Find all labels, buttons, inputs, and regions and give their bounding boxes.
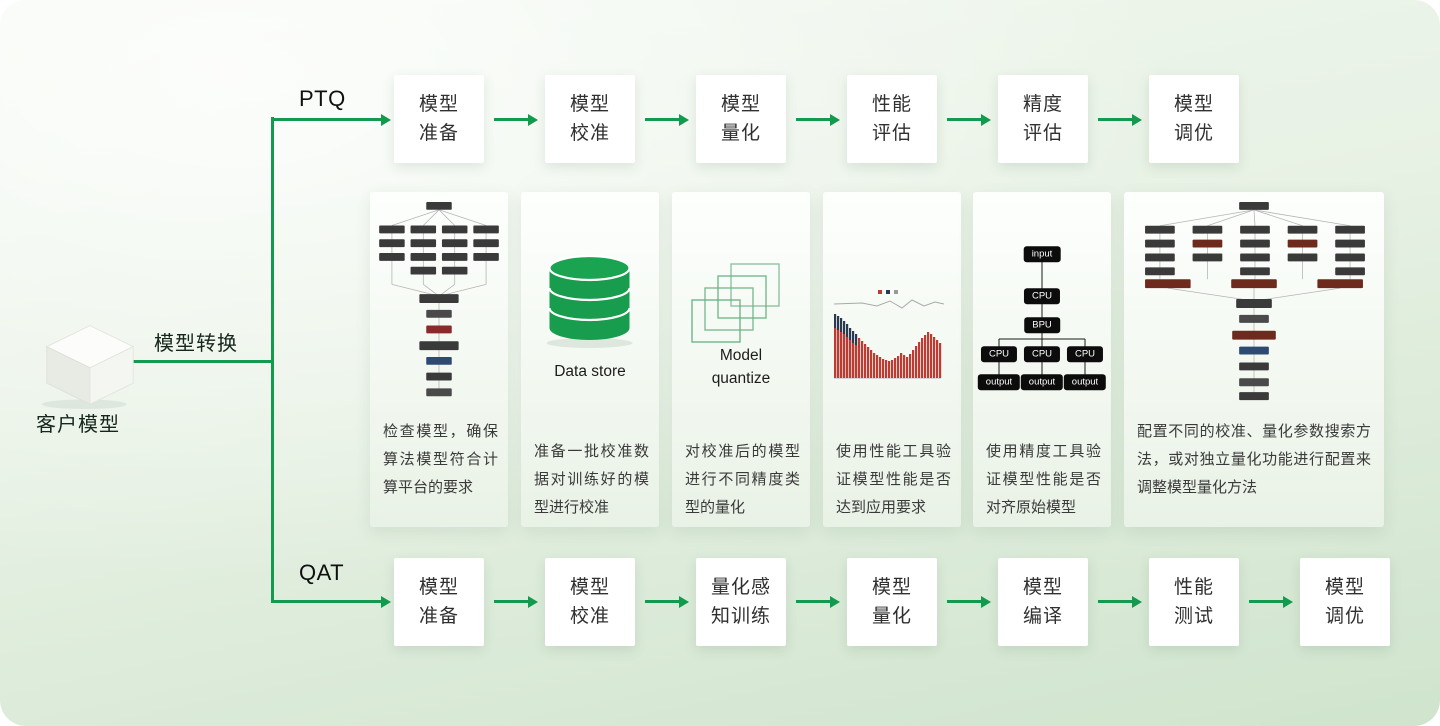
arrow-icon — [645, 600, 679, 603]
ptq-step-perf-eval-label: 性能 评估 — [871, 93, 912, 144]
arrow-icon — [796, 118, 830, 121]
branch-vertical-line — [271, 117, 274, 603]
arrow-icon — [494, 118, 528, 121]
qat-step-perf-test-label: 性能 测试 — [1173, 576, 1214, 627]
model-transform-label: 模型转换 — [154, 333, 238, 355]
arrow-icon — [947, 118, 981, 121]
qat-entry-arrow-icon — [271, 600, 381, 603]
ptq-step-accuracy-eval-label: 精度 评估 — [1022, 93, 1063, 144]
card-model-check-desc: 检查模型，确保算法模型符合计算平台的要求 — [383, 423, 498, 497]
flow-node-cpu: CPU — [1066, 346, 1104, 362]
ptq-step-accuracy-eval: 精度 评估 — [998, 75, 1088, 163]
arrow-icon — [494, 600, 528, 603]
qat-step-qat-training: 量化感 知训练 — [696, 558, 786, 646]
flow-node-input: input — [1023, 246, 1061, 262]
flow-node-bpu: BPU — [1024, 317, 1060, 333]
arrow-icon — [1098, 118, 1132, 121]
flow-node-cpu: CPU — [1023, 346, 1061, 362]
qat-branch-label: QAT — [299, 560, 345, 585]
qat-step-quantization: 模型 量化 — [847, 558, 937, 646]
ptq-step-calibration-label: 模型 校准 — [569, 93, 610, 144]
ptq-step-tuning-label: 模型 调优 — [1173, 93, 1214, 144]
model-quantize-caption: Model quantize — [711, 347, 771, 388]
data-store-caption: Data store — [554, 363, 626, 380]
card-data-store: Data store 准备一批校准数据对训练好的模型进行校准 — [521, 192, 659, 527]
qat-step-calibration-label: 模型 校准 — [569, 576, 610, 627]
customer-model-label: 客户模型 — [36, 414, 120, 436]
card-perf-validation: 使用性能工具验证模型性能是否达到应用要求 — [823, 192, 961, 527]
model-structure-graph-icon — [379, 201, 499, 397]
flow-node-output: output — [1020, 374, 1064, 390]
ptq-step-quantization-label: 模型 量化 — [720, 93, 761, 144]
tuning-structure-graph-icon — [1145, 201, 1365, 401]
card-accuracy-validation: input CPU BPU CPU CPU CPU output output … — [973, 192, 1111, 527]
arrow-icon — [1098, 600, 1132, 603]
qat-step-compile: 模型 编译 — [998, 558, 1088, 646]
flow-node-cpu: CPU — [1023, 288, 1061, 304]
flow-node-output: output — [1063, 374, 1107, 390]
qat-step-compile-label: 模型 编译 — [1022, 576, 1063, 627]
arrow-icon — [1249, 600, 1283, 603]
qat-step-tuning: 模型 调优 — [1300, 558, 1390, 646]
qat-step-qat-training-label: 量化感 知训练 — [710, 576, 771, 627]
ptq-step-tuning: 模型 调优 — [1149, 75, 1239, 163]
ptq-entry-arrow-icon — [271, 118, 381, 121]
arrow-icon — [796, 600, 830, 603]
flow-node-output: output — [977, 374, 1021, 390]
qat-step-quantization-label: 模型 量化 — [871, 576, 912, 627]
data-store-cylinder-icon — [546, 254, 633, 348]
ptq-branch-label: PTQ — [299, 86, 346, 111]
qat-step-calibration: 模型 校准 — [545, 558, 635, 646]
quantize-squares-icon — [691, 263, 780, 343]
card-accuracy-validation-desc: 使用精度工具验证模型性能是否对齐原始模型 — [986, 443, 1101, 517]
ptq-step-perf-eval: 性能 评估 — [847, 75, 937, 163]
ptq-step-quantization: 模型 量化 — [696, 75, 786, 163]
arrow-icon — [645, 118, 679, 121]
ptq-step-calibration: 模型 校准 — [545, 75, 635, 163]
card-quant-tuning-desc: 配置不同的校准、量化参数搜索方法，或对独立量化功能进行配置来调整模型量化方法 — [1137, 423, 1371, 497]
source-connector-line — [130, 360, 273, 363]
arrow-icon — [947, 600, 981, 603]
qat-step-model-prep: 模型 准备 — [394, 558, 484, 646]
card-data-store-desc: 准备一批校准数据对训练好的模型进行校准 — [534, 443, 649, 517]
qat-step-tuning-label: 模型 调优 — [1324, 576, 1365, 627]
qat-step-model-prep-label: 模型 准备 — [418, 576, 459, 627]
qat-step-perf-test: 性能 测试 — [1149, 558, 1239, 646]
ptq-step-model-prep-label: 模型 准备 — [418, 93, 459, 144]
customer-model-cube-icon — [42, 324, 135, 410]
flow-node-cpu: CPU — [980, 346, 1018, 362]
performance-bar-chart-icon — [833, 290, 945, 379]
ptq-step-model-prep: 模型 准备 — [394, 75, 484, 163]
card-model-quantize-desc: 对校准后的模型进行不同精度类型的量化 — [685, 443, 800, 517]
card-quant-tuning: 配置不同的校准、量化参数搜索方法，或对独立量化功能进行配置来调整模型量化方法 — [1124, 192, 1384, 527]
card-perf-validation-desc: 使用性能工具验证模型性能是否达到应用要求 — [836, 443, 951, 517]
card-model-quantize: Model quantize 对校准后的模型进行不同精度类型的量化 — [672, 192, 810, 527]
card-model-check: 检查模型，确保算法模型符合计算平台的要求 — [370, 192, 508, 527]
